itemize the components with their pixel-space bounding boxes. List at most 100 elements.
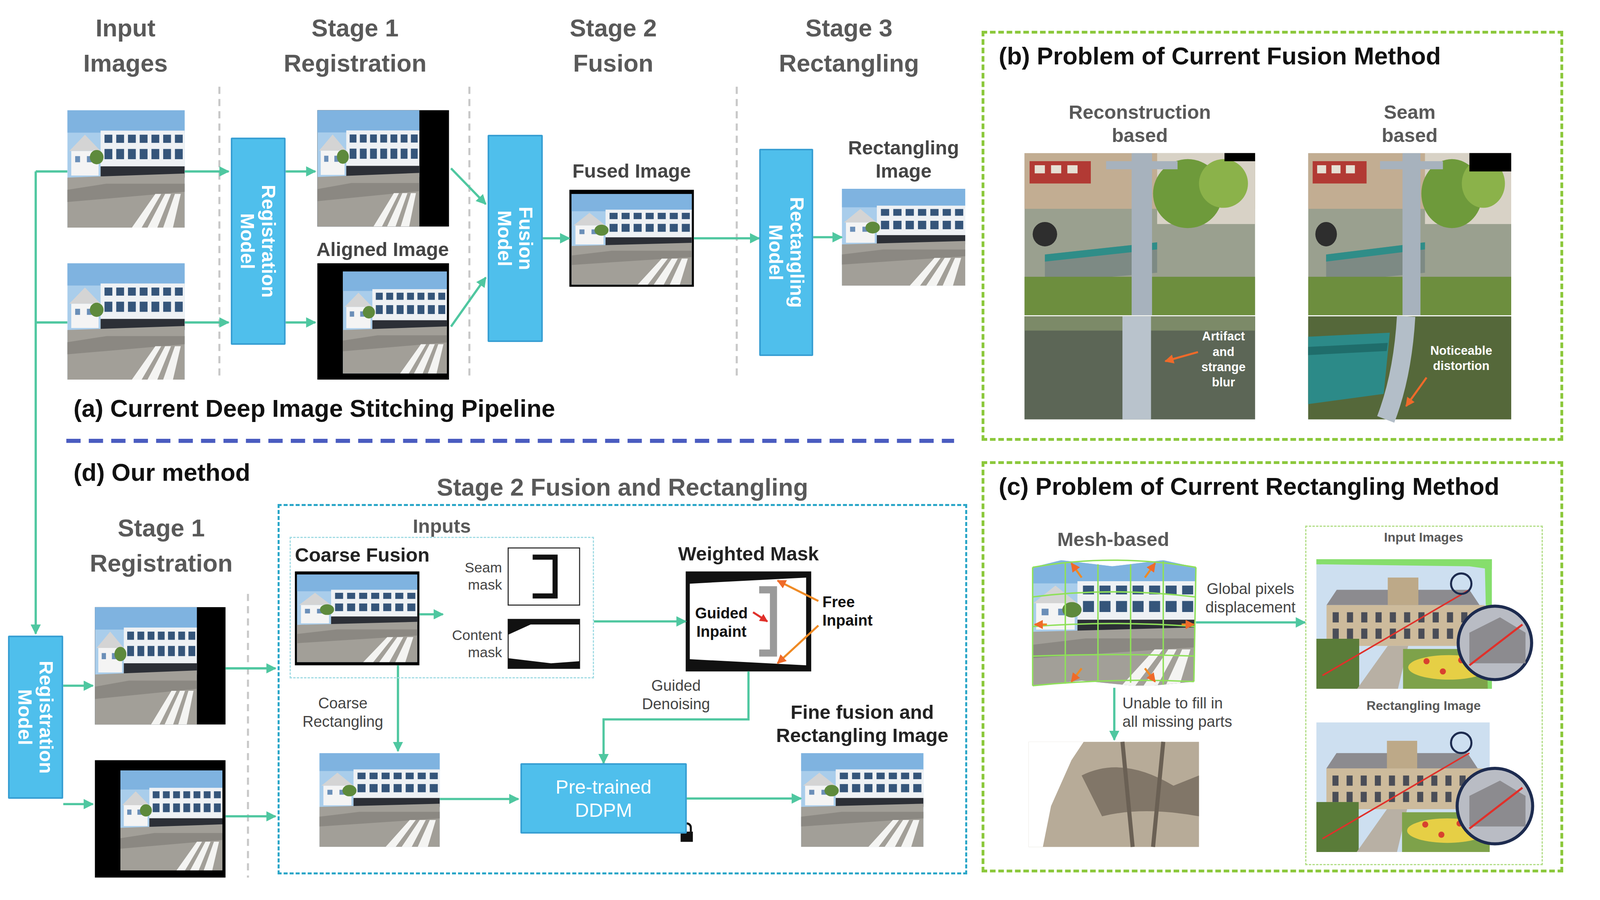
aligned-photo — [94, 110, 449, 878]
text-label: Stage 2 Fusion — [551, 10, 676, 82]
problem-panel: Reconstruction basedArtifact and strange… — [981, 30, 1564, 442]
mesh-photo — [1032, 623, 1196, 627]
image-caption: Seam based — [1358, 100, 1461, 147]
fusion-example-photo — [1308, 342, 1388, 356]
flow-arrow — [35, 321, 68, 324]
flow-arrow — [184, 321, 229, 324]
flow-connector — [1196, 621, 1306, 624]
missing-photo — [1028, 742, 1199, 848]
flow-arrow — [35, 168, 1114, 817]
image-frame: Fused Image — [569, 189, 694, 287]
example-group: Input ImagesRectangling Image — [1305, 525, 1543, 866]
mesh-photo — [1162, 561, 1164, 685]
image-frame: Content mask — [508, 619, 580, 668]
flow-arrow — [184, 170, 229, 173]
aligned-photo — [120, 770, 223, 871]
fusion-example-photo — [1469, 153, 1512, 172]
mask-image — [508, 548, 812, 672]
missing-photo — [1081, 767, 1199, 816]
result-photo — [569, 189, 694, 287]
image-caption: Stage 2 Fusion and Rectangling — [377, 472, 868, 502]
image-caption: Reconstruction based — [1058, 100, 1222, 147]
aligned-photo — [94, 760, 226, 878]
mesh-photo — [1181, 623, 1194, 626]
model-box: Registration Model — [8, 635, 64, 799]
fusion-example-photo — [1024, 316, 1256, 420]
image-frame: Seam basedNoticeable distortion — [1308, 153, 1512, 420]
mask-image — [508, 548, 580, 606]
text-label: Stage 1 Registration — [73, 510, 250, 582]
aligned-photo — [342, 271, 447, 374]
flow-arrow — [285, 321, 316, 324]
aligned-photo — [317, 110, 420, 227]
mesh-photo — [1071, 563, 1082, 578]
image-caption: Weighted Mask — [661, 542, 836, 566]
text-label: Stage 1 Registration — [267, 10, 443, 82]
callout-text: Noticeable distortion — [1424, 342, 1498, 374]
flow-arrow — [451, 277, 486, 327]
result-photo — [294, 571, 420, 666]
problem-panel: Mesh-based Input ImagesRectangling Image (… — [981, 461, 1564, 873]
palace-photo — [1316, 559, 1492, 570]
panel-title: (b) Problem of Current Fusion Method — [998, 41, 1441, 71]
mask-image — [685, 571, 812, 672]
flow-connector — [542, 237, 570, 240]
callout-arrow — [1165, 352, 1198, 362]
aligned-photo — [94, 607, 226, 725]
missing-photo — [1028, 742, 1084, 848]
input-photo — [67, 263, 185, 380]
image-caption: Rectangling Image — [840, 136, 967, 183]
mesh-photo — [1032, 560, 1196, 686]
palace-photo — [1458, 606, 1532, 680]
flow-arrow — [63, 684, 93, 687]
image-caption: Coarse Fusion — [294, 543, 448, 567]
image-caption: Mesh-based — [1031, 527, 1195, 551]
image-frame: Mesh-based — [1030, 559, 1196, 686]
flow-connector — [694, 237, 760, 240]
result-photo — [294, 188, 966, 847]
result-photo — [842, 188, 966, 286]
model-label: Rectangling Model — [764, 186, 808, 320]
missing-photo — [1122, 742, 1164, 848]
flow-arrow — [1113, 687, 1116, 740]
flow-connector — [594, 620, 686, 623]
stage-frame: Coarse FusionSeam maskContent maskInputs… — [277, 504, 968, 875]
mask-label: Content mask — [446, 626, 502, 662]
model-label: Fusion Model — [494, 182, 537, 295]
palace-photo — [1469, 787, 1523, 829]
flow-arrow — [419, 613, 443, 616]
mesh-photo — [1130, 564, 1132, 683]
callout-text: Rectangling Image — [1306, 698, 1542, 714]
image-frame: Rectangling Image — [842, 188, 966, 286]
mesh-photo — [1032, 654, 1196, 656]
aligned-photo — [317, 263, 449, 380]
connector-label: Global pixels displacement — [1199, 579, 1302, 617]
connector-label: Guided Denoising — [633, 676, 719, 714]
palace-photo — [1322, 753, 1470, 839]
mesh-photo — [1034, 623, 1048, 626]
text-label: Coarse Rectangling — [298, 694, 388, 731]
flow-arrow — [35, 170, 68, 173]
flow-connector — [813, 236, 842, 239]
result-photo — [296, 574, 418, 662]
flow-connector — [686, 797, 802, 800]
fusion-example-photo — [1024, 153, 1512, 420]
palace-photo — [1469, 780, 1526, 827]
mask-image — [508, 619, 580, 668]
image-caption: Fine fusion and Rectangling Image — [760, 700, 964, 747]
callout-arrow — [777, 580, 819, 664]
text-label: Aligned Image — [306, 237, 460, 261]
fusion-example-photo — [1308, 332, 1390, 405]
mask-label: Seam mask — [448, 559, 502, 594]
flow-arrow — [285, 170, 316, 173]
model-box: Pre-trained DDPM — [520, 763, 687, 834]
text-label: (d) Our method — [73, 458, 251, 488]
model-label: Pre-trained DDPM — [542, 775, 665, 822]
panel-title: (c) Problem of Current Rectangling Metho… — [998, 472, 1500, 502]
mesh-photo — [1071, 668, 1082, 682]
result-photo — [571, 194, 692, 285]
aligned-photo — [317, 110, 449, 227]
callout-text: Input Images — [1306, 529, 1542, 546]
mask-image — [532, 557, 556, 596]
